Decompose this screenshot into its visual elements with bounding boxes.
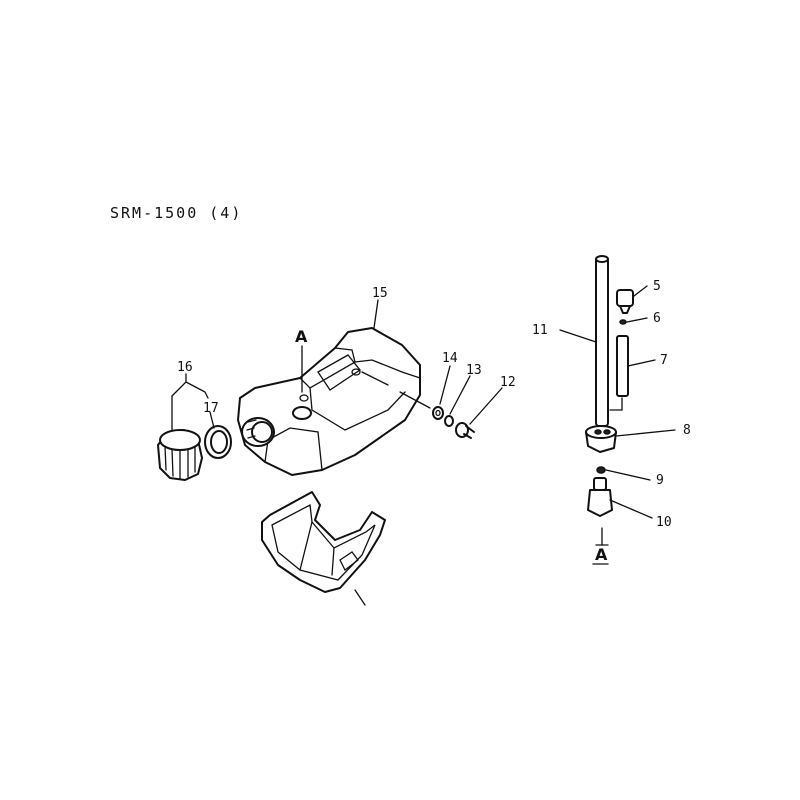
fuel-filter-10 — [587, 477, 613, 546]
part-label-13: 13 — [466, 363, 482, 378]
fuel-cap — [157, 429, 203, 481]
part-label-15: 15 — [372, 286, 388, 301]
part-label-6: 6 — [653, 311, 661, 326]
plug-5 — [616, 289, 634, 314]
part-label-12: 12 — [500, 375, 516, 390]
fuel-tank — [237, 327, 421, 476]
seal-6 — [619, 319, 627, 325]
part-label-16: 16 — [177, 360, 193, 375]
bolt-axis-line — [361, 371, 431, 409]
part-label-11: 11 — [532, 323, 548, 338]
grommet-8 — [585, 425, 617, 453]
section-marker-a-tank: A — [295, 327, 308, 346]
cap-gasket — [204, 425, 232, 459]
tube-7 — [609, 335, 629, 411]
part-label-7: 7 — [660, 353, 668, 368]
bolt-12 — [455, 422, 475, 439]
washer-13 — [444, 415, 454, 427]
section-marker-a-filter: A — [595, 545, 608, 564]
washer-14 — [432, 406, 444, 420]
part-label-17: 17 — [203, 401, 219, 416]
part-label-9: 9 — [656, 473, 664, 488]
filter-tube-11 — [595, 255, 609, 427]
diagram-title: SRM-1500 (4) — [110, 204, 242, 222]
part-label-5: 5 — [653, 279, 661, 294]
part-label-8: 8 — [683, 423, 691, 438]
part-label-10: 10 — [656, 515, 672, 530]
tank-protector — [261, 491, 386, 606]
leader-lines — [171, 285, 676, 519]
part-label-14: 14 — [442, 351, 458, 366]
o-ring-9 — [596, 466, 606, 474]
